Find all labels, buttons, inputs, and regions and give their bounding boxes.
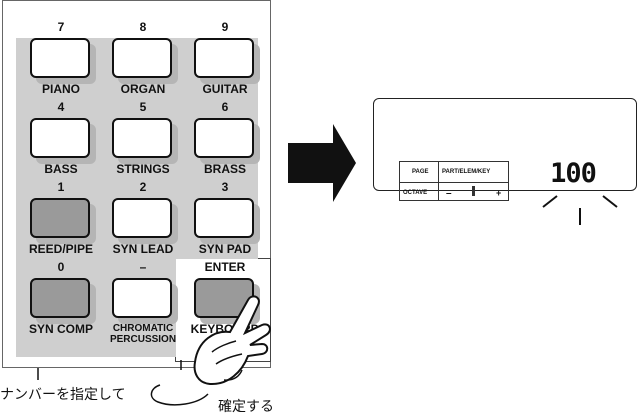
caption-specify-number: ナンバーを指定して — [0, 386, 126, 402]
lcd-display: PAGE PART/ELEM/KEY OCTAVE – + — [373, 98, 637, 201]
key-label: BRASS — [203, 162, 246, 176]
octave-minus: – — [446, 188, 452, 199]
octave-indicator — [472, 186, 475, 196]
cuff-icon — [150, 384, 209, 406]
key-number: 3 — [221, 180, 229, 194]
key-button[interactable] — [112, 38, 172, 78]
key-button[interactable] — [112, 278, 172, 318]
key-button[interactable] — [112, 118, 172, 158]
key-button[interactable] — [112, 198, 172, 238]
key-label: SYN LEAD — [112, 242, 174, 256]
key-number: 7 — [57, 20, 65, 34]
key-number: 9 — [221, 20, 229, 34]
key-label: ORGAN — [120, 82, 166, 96]
octave-label: OCTAVE — [403, 190, 428, 196]
key-button[interactable] — [30, 38, 90, 78]
pressing-hand-icon — [193, 295, 271, 386]
lcd-parameter-table: PAGE PART/ELEM/KEY OCTAVE – + — [399, 161, 509, 201]
key-label: REED/PIPE — [28, 242, 94, 256]
key-number: 0 — [57, 260, 65, 274]
octave-plus: + — [496, 188, 502, 198]
key-number: – — [139, 260, 147, 274]
key-button[interactable] — [30, 118, 90, 158]
page-label: PAGE — [412, 169, 429, 175]
key-button[interactable] — [194, 198, 254, 238]
arrow-right-icon — [288, 124, 356, 202]
key-label: GUITAR — [202, 82, 248, 96]
key-number: 2 — [139, 180, 147, 194]
key-label: STRINGS — [116, 162, 170, 176]
lcd-value: 100 — [550, 158, 597, 189]
key-button[interactable] — [194, 38, 254, 78]
key-number: 5 — [139, 100, 147, 114]
caption-confirm: 確定する — [218, 398, 274, 414]
part-elem-key-label: PART/ELEM/KEY — [442, 169, 491, 175]
key-button[interactable] — [194, 118, 254, 158]
key-label-line1: CHROMATIC — [112, 323, 174, 334]
key-button[interactable] — [30, 198, 90, 238]
key-number: 8 — [139, 20, 147, 34]
key-number: 4 — [57, 100, 65, 114]
key-label: SYN COMP — [28, 322, 93, 336]
key-number: 6 — [221, 100, 229, 114]
key-label: BASS — [44, 162, 78, 176]
key-label: PIANO — [41, 82, 80, 96]
key-number: 1 — [57, 180, 65, 194]
key-label-line2: PERCUSSION — [109, 334, 177, 345]
key-number: ENTER — [204, 260, 246, 274]
key-label: SYN PAD — [198, 242, 252, 256]
key-button[interactable] — [30, 278, 90, 318]
